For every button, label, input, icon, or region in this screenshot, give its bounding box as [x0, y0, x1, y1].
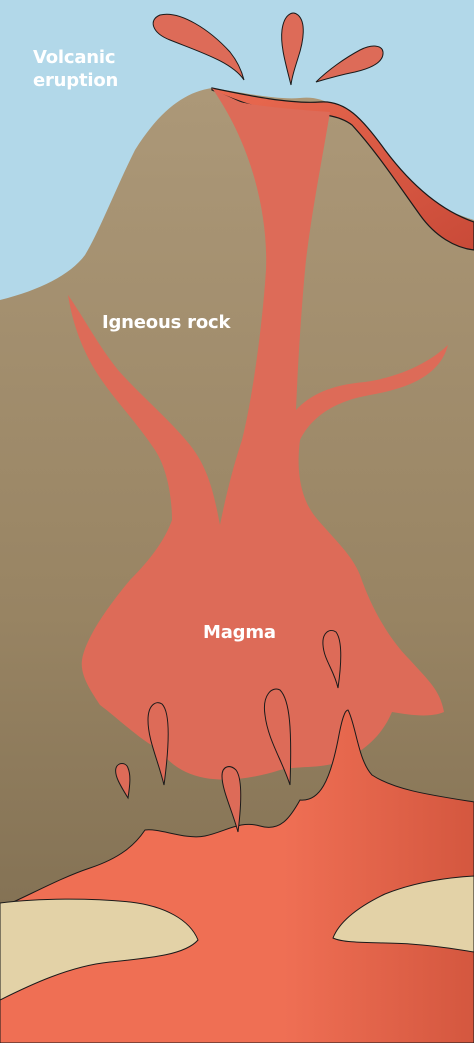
magma-label: Magma — [203, 621, 276, 644]
volcanic-eruption-label: Volcanic eruption — [33, 46, 118, 92]
volcanic-eruption-label-line1: Volcanic — [33, 46, 118, 69]
volcanic-eruption-label-line2: eruption — [33, 69, 118, 92]
igneous-rock-label: Igneous rock — [102, 311, 230, 334]
